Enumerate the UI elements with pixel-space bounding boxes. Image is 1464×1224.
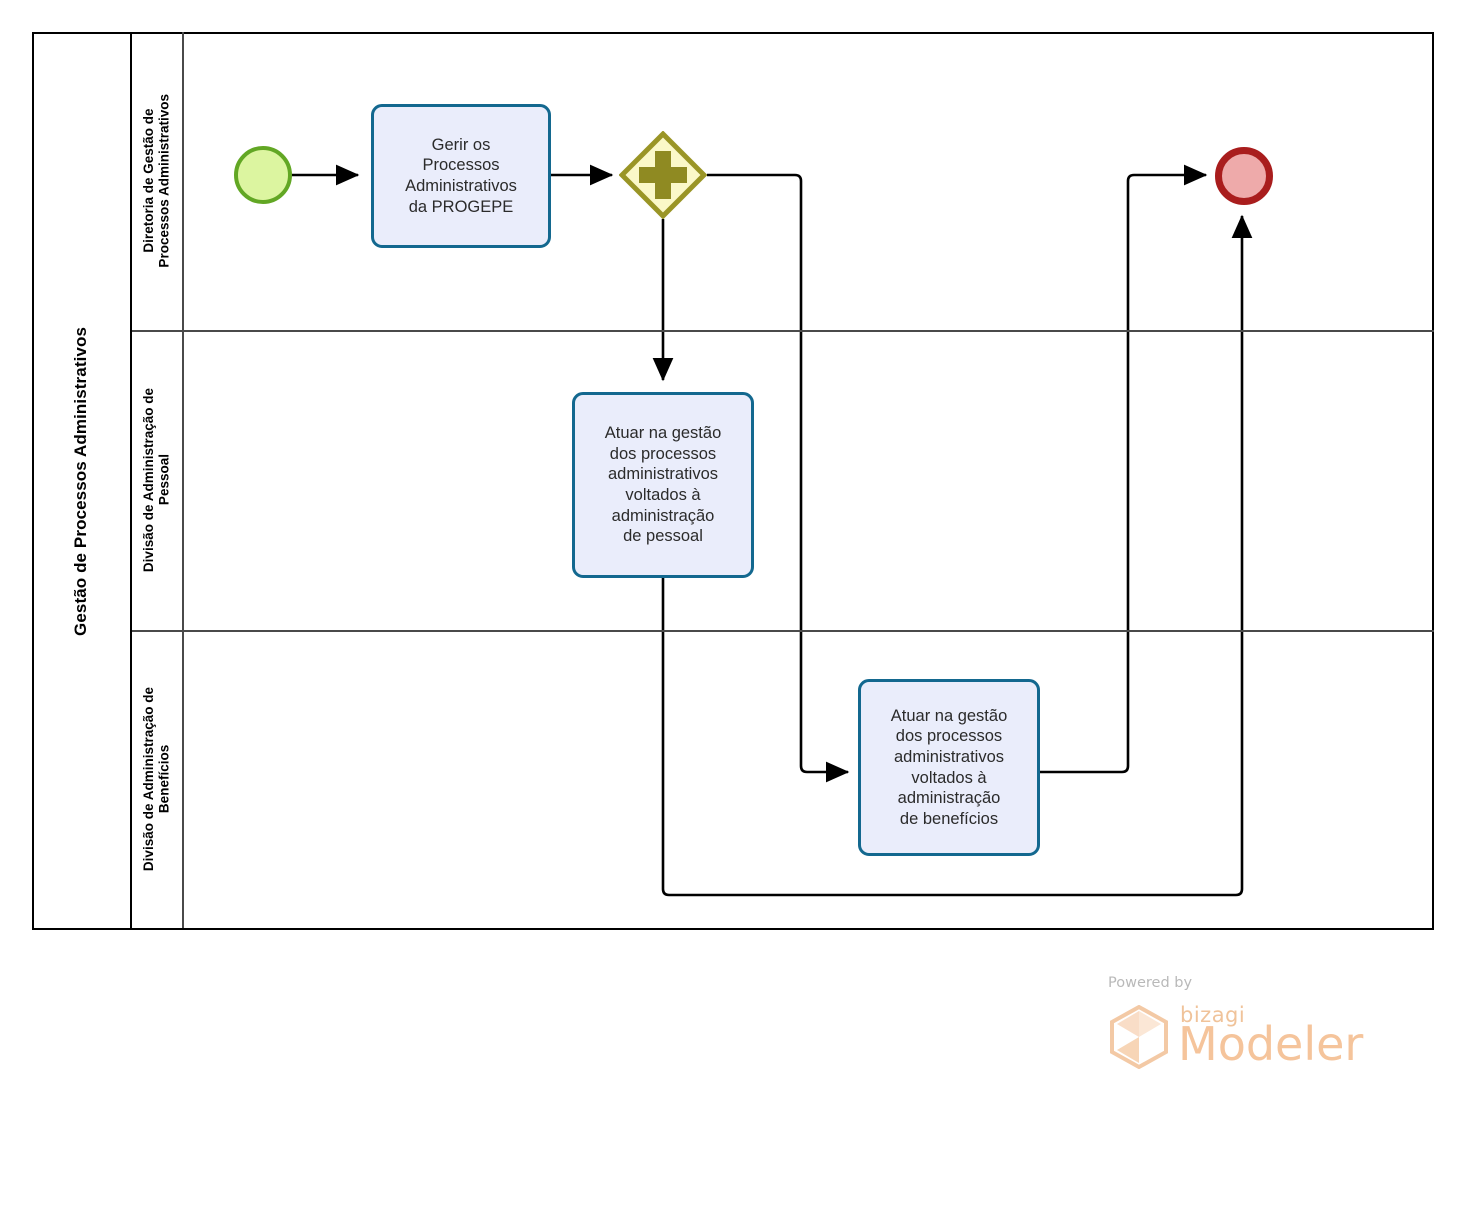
modeler-product-label: Modeler [1178, 1017, 1364, 1071]
pool-header: Gestão de Processos Administrativos [32, 32, 132, 930]
start-event[interactable] [234, 146, 292, 204]
lane-divider-2 [132, 630, 1434, 632]
lane-label-beneficios: Divisão de Administração de Benefícios [141, 686, 172, 872]
lane-label-diretoria: Diretoria de Gestão de Processos Adminis… [141, 94, 172, 268]
bizagi-watermark: Powered by bizagi Modeler [1108, 975, 1368, 1071]
flow-beneficios-to-end [1040, 164, 1208, 774]
task-atuar-pessoal[interactable]: Atuar na gestão dos processos administra… [572, 392, 754, 578]
plus-icon-horizontal [639, 167, 687, 183]
pool-frame [32, 32, 1434, 930]
pool-label: Gestão de Processos Administrativos [71, 326, 90, 636]
flow-pessoal-to-end [661, 214, 1253, 897]
bizagi-hexagon-logo [1110, 1005, 1168, 1069]
lane-header-diretoria: Diretoria de Gestão de Processos Adminis… [132, 32, 184, 330]
bizagi-brand-label: bizagi [1180, 1003, 1246, 1027]
flow-gateway-to-beneficios [707, 173, 850, 783]
task-gerir-processos[interactable]: Gerir os Processos Administrativos da PR… [371, 104, 551, 248]
lane-header-pessoal: Divisão de Administração de Pessoal [132, 330, 184, 630]
task-atuar-beneficios[interactable]: Atuar na gestão dos processos administra… [858, 679, 1040, 856]
lane-header-beneficios: Divisão de Administração de Benefícios [132, 630, 184, 928]
end-event[interactable] [1215, 147, 1273, 205]
powered-by-label: Powered by [1108, 975, 1193, 991]
lane-divider-1 [132, 330, 1434, 332]
parallel-gateway[interactable] [618, 130, 708, 220]
lane-label-pessoal: Divisão de Administração de Pessoal [141, 387, 172, 573]
